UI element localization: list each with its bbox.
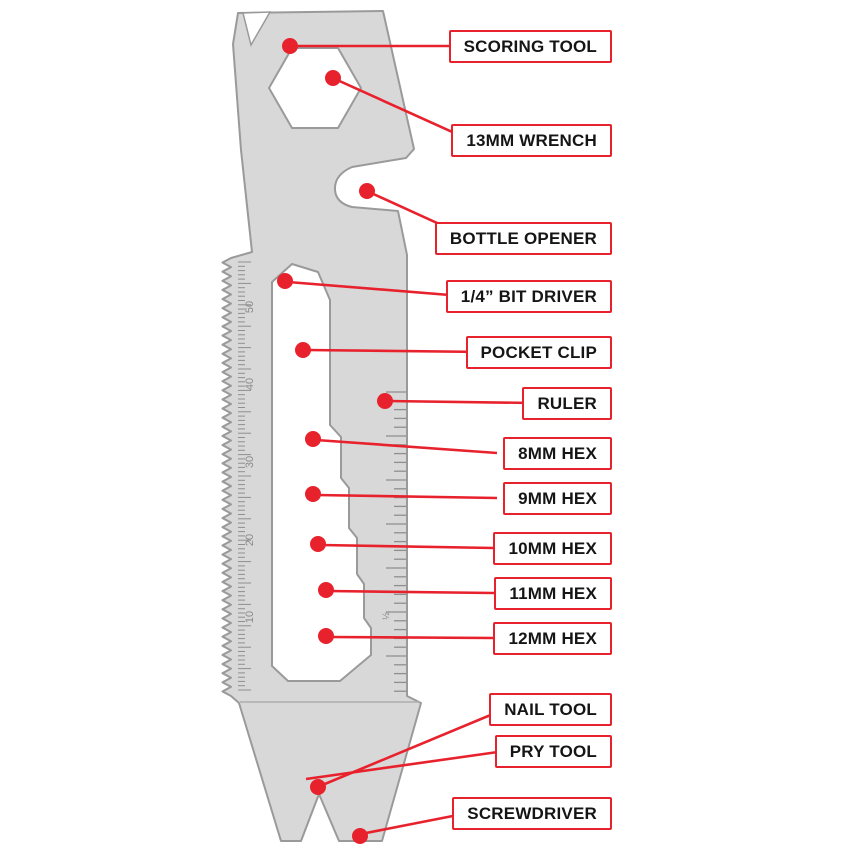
callout-line-13mm-wrench xyxy=(334,77,471,142)
label-pocket-clip: POCKET CLIP xyxy=(465,336,612,369)
label-ruler: RULER xyxy=(522,387,612,420)
label-10mm-hex: 10MM HEX xyxy=(493,532,612,565)
label-bit-driver: 1/4” BIT DRIVER xyxy=(445,280,612,313)
callout-line-bit-driver xyxy=(287,280,463,298)
label-11mm-hex: 11MM HEX xyxy=(494,577,612,610)
ruler-number: 20 xyxy=(244,534,256,546)
callout-lines xyxy=(287,44,536,836)
callout-dot-bottle-opener xyxy=(359,183,375,199)
label-bottle-opener: BOTTLE OPENER xyxy=(434,222,612,255)
label-nail-tool: NAIL TOOL xyxy=(489,693,612,726)
label-screwdriver: SCREWDRIVER xyxy=(452,797,612,830)
label-13mm-wrench: 13MM WRENCH xyxy=(451,124,612,157)
callout-dot-11mm-hex xyxy=(318,582,334,598)
label-12mm-hex: 12MM HEX xyxy=(493,622,612,655)
wrench-hex-cutout xyxy=(268,47,362,129)
callout-line-pocket-clip xyxy=(305,348,488,354)
scoring-notch xyxy=(242,11,272,47)
callout-line-screwdriver xyxy=(360,811,469,836)
callout-line-ruler xyxy=(386,399,536,405)
clip-slot-cutout xyxy=(271,263,372,682)
callout-dots xyxy=(277,38,393,844)
callout-dot-9mm-hex xyxy=(305,486,321,502)
callout-dot-nail-tool xyxy=(310,779,326,795)
callout-dot-pocket-clip xyxy=(295,342,311,358)
label-8mm-hex: 8MM HEX xyxy=(503,437,612,470)
label-pry-tool: PRY TOOL xyxy=(494,735,612,768)
ruler-half-mark: ½ xyxy=(381,612,391,620)
callout-line-pry-tool xyxy=(305,749,506,781)
ruler-number: 30 xyxy=(244,456,256,468)
callout-line-9mm-hex xyxy=(315,493,498,500)
callout-dot-8mm-hex xyxy=(305,431,321,447)
callout-dot-10mm-hex xyxy=(310,536,326,552)
ruler-ticks-left xyxy=(238,261,251,691)
callout-line-8mm-hex xyxy=(315,438,498,455)
label-scoring-tool: SCORING TOOL xyxy=(448,30,612,63)
callout-line-10mm-hex xyxy=(320,543,495,550)
callout-line-11mm-hex xyxy=(327,589,495,595)
callout-dot-ruler xyxy=(377,393,393,409)
callout-dot-scoring-tool xyxy=(282,38,298,54)
callout-dot-12mm-hex xyxy=(318,628,334,644)
ruler-number: 40 xyxy=(244,378,256,390)
callout-dot-screwdriver xyxy=(352,828,368,844)
callout-dot-bit-driver xyxy=(277,273,293,289)
callout-line-12mm-hex xyxy=(327,635,495,640)
label-9mm-hex: 9MM HEX xyxy=(503,482,612,515)
ruler-number: 50 xyxy=(244,301,256,313)
ruler-number: 10 xyxy=(244,611,256,623)
callout-dot-13mm-wrench xyxy=(325,70,341,86)
